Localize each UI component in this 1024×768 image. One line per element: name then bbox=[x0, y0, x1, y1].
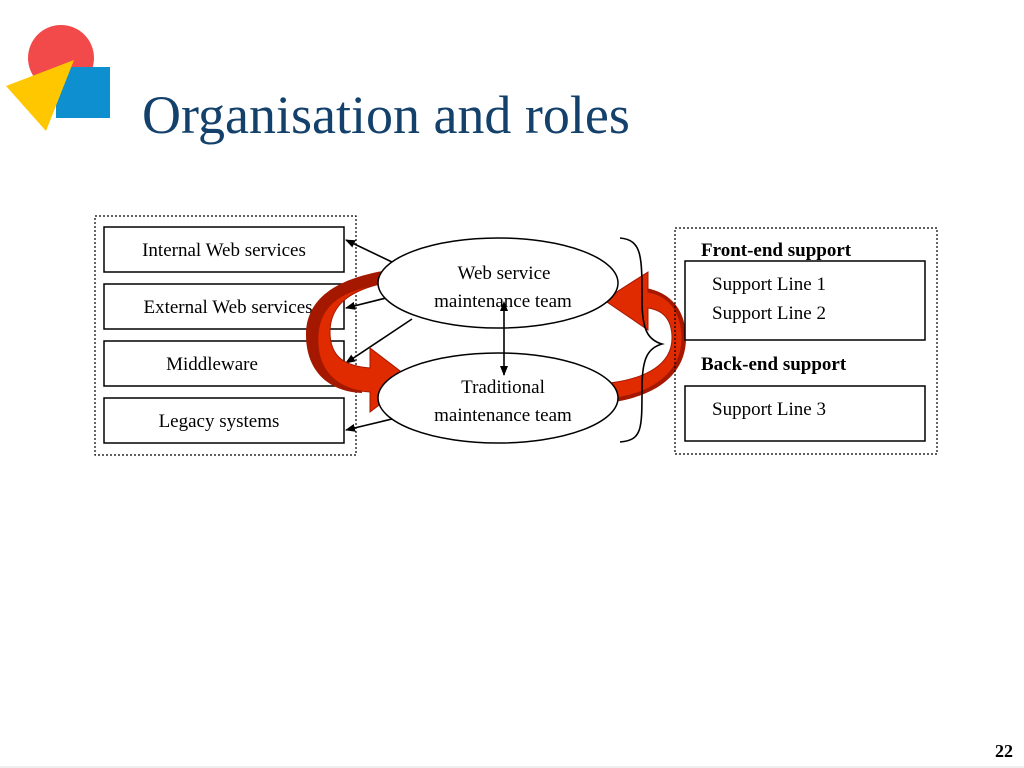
support-line: Support Line 3 bbox=[712, 399, 826, 420]
connector-arrow bbox=[345, 239, 393, 263]
web-service-team-node: Web service maintenance team bbox=[377, 237, 619, 329]
connector-arrow bbox=[345, 318, 413, 364]
system-label: Middleware bbox=[166, 354, 258, 375]
logo bbox=[6, 25, 110, 131]
support-line: Support Line 1 bbox=[712, 274, 826, 295]
connector-arrow bbox=[345, 418, 393, 432]
front-end-support-box: Support Line 1 Support Line 2 bbox=[684, 260, 926, 341]
system-box-external-web-services: External Web services bbox=[103, 283, 345, 330]
system-box-legacy-systems: Legacy systems bbox=[103, 397, 345, 444]
page-number: 22 bbox=[995, 741, 1013, 761]
system-label: External Web services bbox=[143, 297, 312, 318]
systems-container bbox=[94, 215, 357, 456]
curly-brace bbox=[619, 237, 665, 443]
back-end-support-heading: Back-end support bbox=[701, 354, 847, 375]
system-label: Internal Web services bbox=[142, 240, 306, 261]
system-label: Legacy systems bbox=[159, 411, 280, 432]
support-line: Support Line 2 bbox=[712, 303, 826, 324]
system-box-internal-web-services: Internal Web services bbox=[103, 226, 345, 273]
front-end-support-heading: Front-end support bbox=[701, 240, 852, 261]
bottom-divider bbox=[0, 766, 1024, 768]
page-title: Organisation and roles bbox=[142, 85, 630, 145]
team-label-line1: Web service bbox=[458, 263, 551, 284]
team-label-line1: Traditional bbox=[461, 377, 545, 398]
red-curved-arrow-right bbox=[599, 271, 686, 404]
team-label-line2: maintenance team bbox=[434, 291, 572, 312]
traditional-team-node: Traditional maintenance team bbox=[377, 352, 619, 444]
logo-yellow-triangle bbox=[6, 60, 74, 131]
team-label-line2: maintenance team bbox=[434, 405, 572, 426]
back-end-support-box: Support Line 3 bbox=[684, 385, 926, 442]
